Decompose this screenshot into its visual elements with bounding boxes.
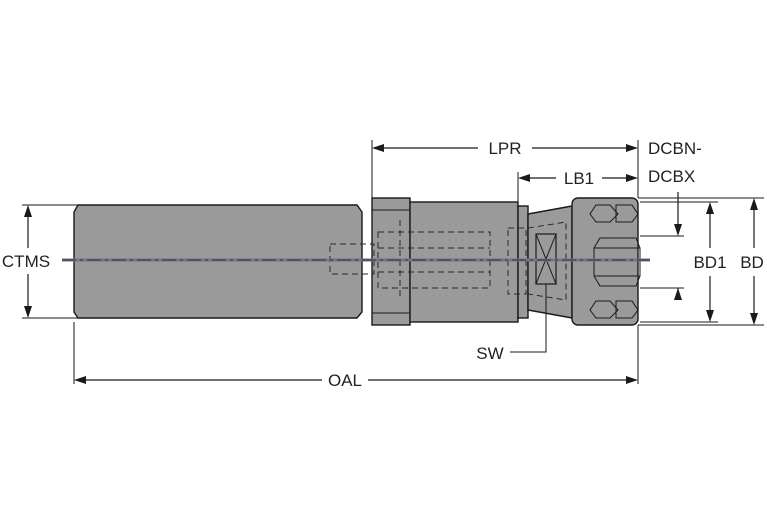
bd1-label: BD1 (693, 253, 726, 272)
lb1-label: LB1 (564, 169, 594, 188)
extension-lines (22, 140, 764, 384)
oal-dimension: OAL (74, 371, 638, 390)
lpr-dimension: LPR (372, 139, 638, 158)
oal-label: OAL (328, 371, 362, 390)
bd-dimension: BD (740, 198, 764, 325)
ctms-label: CTMS (2, 252, 50, 271)
dcb-dimension (674, 192, 682, 300)
ctms-dimension: CTMS (0, 205, 56, 318)
tapered-neck (527, 205, 573, 319)
dcbx-label: DCBX (648, 167, 695, 186)
holder-body (409, 201, 529, 323)
bd1-dimension: BD1 (693, 202, 727, 322)
lpr-label: LPR (488, 139, 521, 158)
lb1-dimension: LB1 (518, 169, 638, 188)
bd-label: BD (740, 253, 764, 272)
sw-leader: SW (476, 284, 547, 363)
sw-label: SW (476, 344, 503, 363)
dcbn-label: DCBN- (648, 139, 702, 158)
